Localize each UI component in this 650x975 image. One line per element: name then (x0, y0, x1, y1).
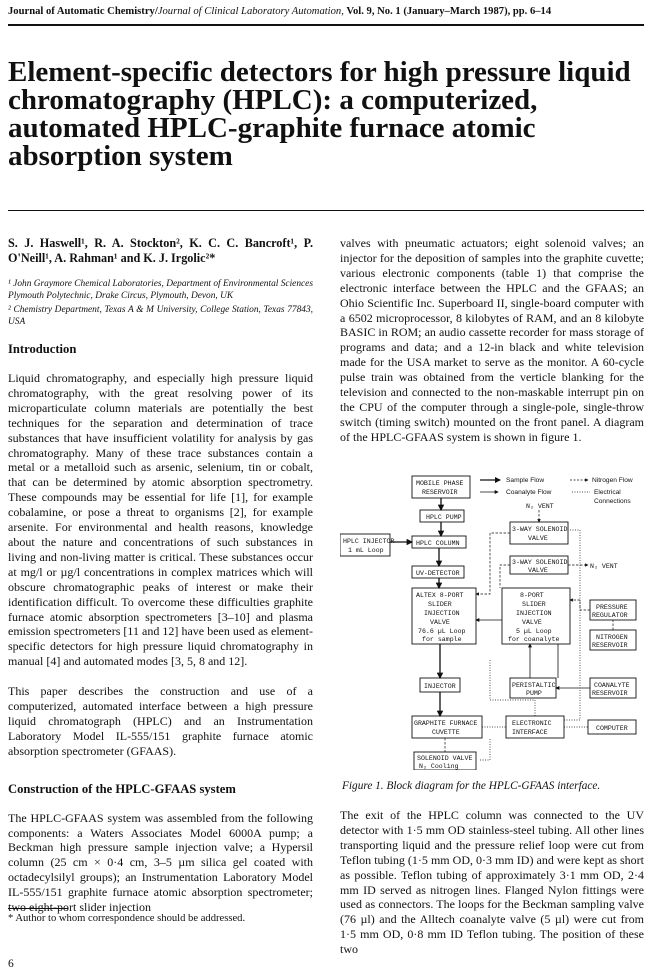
sample-flow-lines (390, 498, 445, 718)
label-coanalyte-reservoir: RESERVOIR (592, 690, 628, 697)
label-regulator: REGULATOR (592, 612, 628, 619)
legend-connections: Connections (594, 498, 631, 505)
box-coanalyte-slider-valve (501, 587, 571, 645)
label-mobile-phase: MOBILE PHASE (416, 480, 464, 487)
label-hplc-column: HPLC COLUMN (416, 540, 460, 547)
label-sol3b-2: VALVE (528, 567, 548, 574)
label-slider-6: for coanalyte (508, 636, 559, 643)
label-sol3a-2: VALVE (528, 535, 548, 542)
label-cuvette: CUVETTE (432, 729, 460, 736)
label-hplc-injector: HPLC INJECTOR (343, 538, 394, 545)
label-slider-1: 8-PORT (520, 592, 544, 599)
label-solenoid-valve: SOLENOID VALVE (417, 755, 472, 762)
affiliation-2: ² Chemistry Department, Texas A & M Univ… (8, 305, 313, 327)
right-column-bottom: The exit of the HPLC column was connecte… (340, 808, 644, 957)
article-title: Element-specific detectors for high pres… (8, 56, 631, 172)
label-nitrogen-reservoir: RESERVOIR (592, 642, 628, 649)
label-altex-2: SLIDER (428, 601, 452, 608)
coanalyte-flow-lines (475, 618, 590, 690)
right-column-top: valves with pneumatic actuators; eight s… (340, 236, 644, 445)
legend-coanalyte-flow: Coanalyte Flow (506, 489, 552, 496)
left-column: S. J. Haswell¹, R. A. Stockton², K. C. C… (8, 236, 313, 915)
label-altex-1: ALTEX 8-PORT (416, 592, 464, 599)
label-slider-2: SLIDER (522, 601, 546, 608)
label-pressure: PRESSURE (596, 604, 628, 611)
label-sol3a-1: 3-WAY SOLENOID (512, 526, 567, 533)
label-reservoir: RESERVOIR (422, 489, 458, 496)
label-peristaltic: PERISTALTIC (512, 682, 556, 689)
journal-italic: Journal of Clinical Laboratory Automatio… (157, 6, 344, 17)
label-nitrogen: NITROGEN (596, 634, 628, 641)
label-coanalyte: COANALYTE (594, 682, 630, 689)
label-slider-3: INJECTION (516, 610, 552, 617)
label-n2-vent-side: N₂ VENT (590, 563, 618, 570)
label-n2-vent-top: N₂ VENT (526, 503, 554, 510)
construction-paragraph-1: The HPLC-GFAAS system was assembled from… (8, 810, 313, 915)
label-computer: COMPUTER (596, 725, 628, 732)
legend-electrical: Electrical (594, 489, 621, 496)
figure-1-caption: Figure 1. Block diagram for the HPLC-GFA… (342, 780, 601, 792)
label-electronic: ELECTRONIC (512, 720, 552, 727)
label-graphite-furnace: GRAPHITE FURNACE (414, 720, 477, 727)
construction-heading: Construction of the HPLC-GFAAS system (8, 781, 236, 796)
electrical-connections (480, 529, 588, 761)
introduction-paragraph-1: Liquid chromatography, and especially hi… (8, 371, 313, 669)
box-altex-valve (411, 587, 477, 645)
figure-1-block-diagram: Sample Flow Coanalyte Flow Nitrogen Flow… (340, 475, 637, 770)
journal-header: Journal of Automatic Chemistry/Journal o… (8, 6, 552, 17)
footnote: * Author to whom correspondence should b… (8, 913, 246, 924)
box-computer (587, 719, 637, 735)
affiliation-1: ¹ John Graymore Chemical Laboratories, D… (8, 279, 313, 301)
label-altex-5: 76.6 µL Loop (418, 628, 466, 635)
author-list: S. J. Haswell¹, R. A. Stockton², K. C. C… (8, 236, 313, 265)
title-rule (8, 210, 644, 211)
label-n2-cooling: N₂ Cooling (419, 763, 459, 770)
label-slider-5: 5 µL Loop (516, 628, 552, 635)
legend-sample-flow: Sample Flow (506, 477, 544, 484)
label-altex-3: INJECTION (424, 610, 460, 617)
figure-legend: Sample Flow Coanalyte Flow Nitrogen Flow… (480, 477, 633, 505)
legend-nitrogen-flow: Nitrogen Flow (592, 477, 633, 484)
footnote-rule (8, 908, 68, 909)
tubing-paragraph: The exit of the HPLC column was connecte… (340, 808, 644, 957)
label-sol3b-1: 3-WAY SOLENOID (512, 559, 567, 566)
box-hplc-injector (340, 533, 391, 557)
label-altex-4: VALVE (430, 619, 450, 626)
label-altex-6: for sample (422, 636, 462, 643)
label-uv-detector: UV-DETECTOR (416, 570, 460, 577)
label-slider-4: VALVE (522, 619, 542, 626)
nitrogen-flow-lines (444, 510, 614, 752)
label-hplc-pump: HPLC PUMP (426, 514, 462, 521)
label-interface: INTERFACE (512, 729, 548, 736)
label-injector: INJECTOR (424, 683, 456, 690)
header-rule (8, 24, 644, 26)
label-pump: PUMP (526, 690, 542, 697)
construction-paragraph-2: valves with pneumatic actuators; eight s… (340, 236, 644, 444)
introduction-paragraph-2: This paper describes the construction an… (8, 684, 313, 758)
introduction-heading: Introduction (8, 342, 77, 356)
page-number: 6 (8, 958, 14, 970)
label-injector-loop: 1 mL Loop (348, 547, 384, 554)
